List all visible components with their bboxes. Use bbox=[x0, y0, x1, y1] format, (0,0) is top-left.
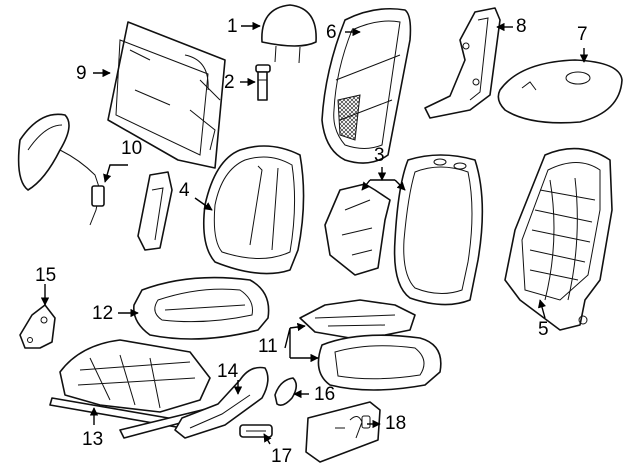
callout-8: 8 bbox=[516, 16, 527, 37]
part-seat-switch bbox=[305, 401, 381, 463]
part-side-cover bbox=[497, 59, 623, 124]
leader-lines bbox=[40, 21, 589, 445]
callout-11: 11 bbox=[258, 336, 278, 357]
part-switch-trim bbox=[239, 424, 273, 438]
callout-9: 9 bbox=[76, 63, 87, 84]
part-headrest bbox=[261, 4, 317, 64]
part-side-airbag bbox=[17, 113, 173, 251]
part-back-panel bbox=[107, 21, 226, 169]
part-headrest-guide bbox=[255, 64, 271, 101]
part-small-bracket bbox=[19, 304, 56, 349]
part-side-trim bbox=[174, 366, 269, 439]
callout-1: 1 bbox=[227, 16, 238, 37]
callout-12: 12 bbox=[92, 303, 114, 324]
callout-6: 6 bbox=[326, 22, 337, 43]
callout-10: 10 bbox=[121, 138, 143, 159]
part-knob bbox=[274, 377, 298, 406]
callout-16: 16 bbox=[314, 384, 336, 405]
part-bracket bbox=[424, 7, 501, 119]
callout-17: 17 bbox=[271, 446, 293, 467]
callout-18: 18 bbox=[385, 413, 407, 434]
callout-2: 2 bbox=[224, 72, 235, 93]
callout-7: 7 bbox=[577, 24, 588, 45]
callout-5: 5 bbox=[538, 319, 549, 340]
part-seat-back-frame bbox=[504, 147, 613, 331]
callout-14: 14 bbox=[217, 361, 239, 382]
part-back-cover bbox=[321, 7, 412, 164]
part-back-pad bbox=[324, 154, 484, 306]
callout-4: 4 bbox=[179, 180, 190, 201]
part-seat-cushion bbox=[133, 276, 270, 340]
callout-3: 3 bbox=[374, 145, 385, 166]
callout-13: 13 bbox=[82, 429, 104, 450]
callout-15: 15 bbox=[35, 265, 57, 286]
part-seat-frame bbox=[49, 339, 215, 439]
part-seat-pad bbox=[299, 299, 442, 391]
part-seat-back-cushion bbox=[202, 145, 305, 275]
